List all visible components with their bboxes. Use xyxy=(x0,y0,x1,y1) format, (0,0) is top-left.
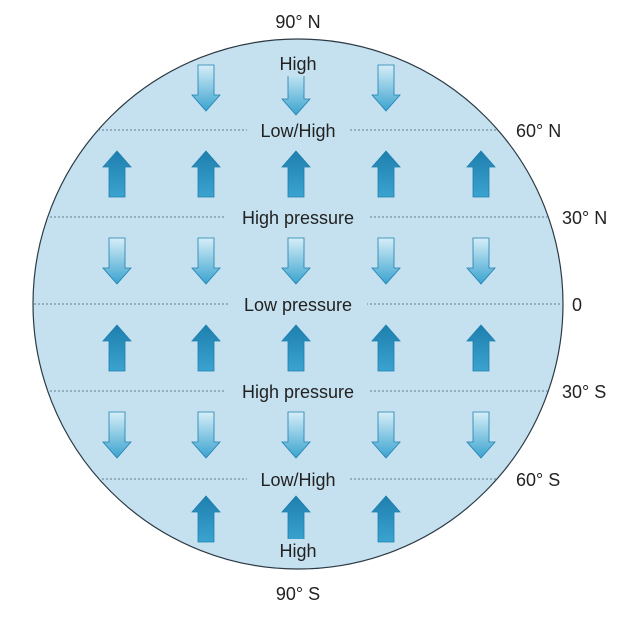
down-arrow-icon xyxy=(466,411,496,459)
up-arrow-icon xyxy=(281,324,311,372)
down-arrow-icon xyxy=(371,411,401,459)
down-arrow-icon xyxy=(281,237,311,285)
lat-label-equator: 0 xyxy=(572,295,582,315)
zone-label-high-pressure-north: High pressure xyxy=(242,208,354,228)
down-arrow-icon xyxy=(191,237,221,285)
zone-label-low-pressure: Low pressure xyxy=(244,295,352,315)
down-arrow-icon xyxy=(191,64,221,112)
lat-label-30n: 30° N xyxy=(562,208,607,228)
up-arrow-icon xyxy=(102,150,132,198)
zone-label-high-south: High xyxy=(279,541,316,561)
up-arrow-icon xyxy=(281,150,311,198)
up-arrow-icon xyxy=(466,324,496,372)
zone-label-low-high-north: Low/High xyxy=(260,121,335,141)
lat-label-60n: 60° N xyxy=(516,121,561,141)
zone-label-high-north: High xyxy=(279,54,316,74)
up-arrow-icon xyxy=(191,495,221,543)
wind-arrows xyxy=(102,64,496,543)
down-arrow-icon xyxy=(191,411,221,459)
up-arrow-icon xyxy=(371,150,401,198)
pole-label-south: 90° S xyxy=(276,584,320,604)
up-arrow-icon xyxy=(191,324,221,372)
up-arrow-icon xyxy=(371,495,401,543)
zone-label-high-pressure-south: High pressure xyxy=(242,382,354,402)
up-arrow-icon xyxy=(191,150,221,198)
down-arrow-icon xyxy=(466,237,496,285)
down-arrow-icon xyxy=(102,237,132,285)
up-arrow-icon xyxy=(466,150,496,198)
lat-label-60s: 60° S xyxy=(516,470,560,490)
lat-label-30s: 30° S xyxy=(562,382,606,402)
latitude-labels: 60° N 30° N 0 30° S 60° S xyxy=(516,121,607,490)
up-arrow-icon xyxy=(102,324,132,372)
down-arrow-icon xyxy=(281,411,311,459)
pole-label-north: 90° N xyxy=(275,12,320,32)
down-arrow-icon xyxy=(371,64,401,112)
down-arrow-icon xyxy=(102,411,132,459)
down-arrow-icon xyxy=(371,237,401,285)
zone-label-low-high-south: Low/High xyxy=(260,470,335,490)
zone-labels: High Low/High High pressure Low pressure… xyxy=(226,52,370,563)
up-arrow-icon xyxy=(371,324,401,372)
